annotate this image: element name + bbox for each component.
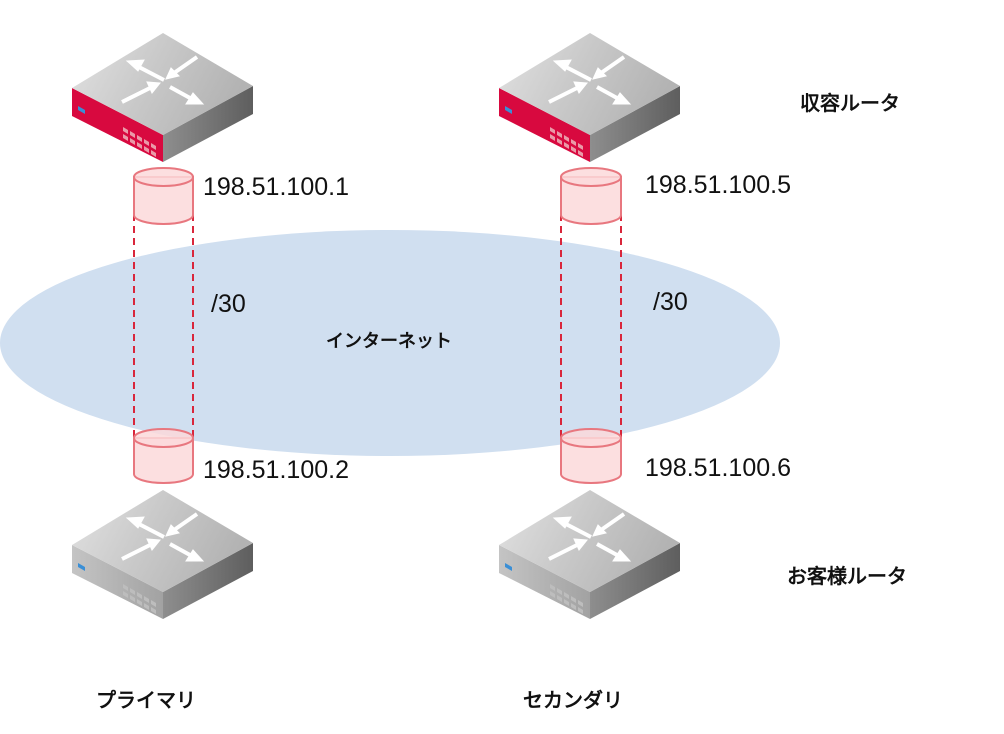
router-front-face — [72, 545, 163, 619]
cylinder-top — [560, 428, 622, 448]
cylinder-top — [560, 167, 622, 187]
ip-customer-primary: 198.51.100.2 — [203, 456, 349, 484]
port-grid-icon — [550, 127, 583, 157]
routing-arrows-icon — [548, 55, 632, 105]
routing-arrows-icon — [121, 512, 205, 562]
cylinder-body — [560, 176, 622, 225]
interface-cylinder-customer-secondary — [560, 428, 622, 484]
status-led-icon — [78, 106, 85, 114]
ip-access-primary: 198.51.100.1 — [203, 173, 349, 201]
router-top-face — [499, 33, 680, 135]
customer-router-label: お客様ルータ — [787, 564, 907, 588]
status-led-icon — [78, 563, 85, 571]
secondary-label: セカンダリ — [523, 688, 623, 712]
port-grid-icon — [123, 584, 156, 614]
router-top-face — [72, 33, 253, 135]
router-front-face — [72, 88, 163, 162]
routing-arrows-icon — [548, 512, 632, 562]
router-front-face — [499, 545, 590, 619]
port-grid-icon — [123, 127, 156, 157]
prefix-primary: /30 — [211, 290, 246, 318]
access-router-label: 収容ルータ — [800, 91, 900, 115]
status-led-icon — [505, 563, 512, 571]
router-top-face — [499, 490, 680, 592]
router-top-face — [72, 490, 253, 592]
routing-arrows-icon — [121, 55, 205, 105]
customer-router-primary — [72, 490, 253, 619]
router-side-face — [590, 543, 680, 619]
cylinder-body — [560, 437, 622, 484]
cylinder-body — [133, 437, 194, 484]
interface-cylinder-access-primary — [133, 167, 194, 225]
router-side-face — [163, 543, 253, 619]
access-router-primary — [72, 33, 253, 162]
interface-cylinder-customer-primary — [133, 428, 194, 484]
tunnel-secondary — [560, 214, 622, 448]
customer-router-secondary — [499, 490, 680, 619]
access-router-secondary — [499, 33, 680, 162]
router-side-face — [163, 86, 253, 162]
router-front-face — [499, 88, 590, 162]
internet-ellipse — [0, 230, 780, 456]
ip-customer-secondary: 198.51.100.6 — [645, 454, 791, 482]
cylinder-body — [133, 176, 194, 225]
cylinder-top — [133, 428, 194, 448]
interface-cylinder-access-secondary — [560, 167, 622, 225]
status-led-icon — [505, 106, 512, 114]
primary-label: プライマリ — [96, 688, 196, 712]
port-grid-icon — [550, 584, 583, 614]
internet-label: インターネット — [326, 331, 452, 352]
ip-access-secondary: 198.51.100.5 — [645, 171, 791, 199]
prefix-secondary: /30 — [653, 288, 688, 316]
router-side-face — [590, 86, 680, 162]
tunnel-primary — [133, 214, 194, 448]
cylinder-top — [133, 167, 194, 187]
